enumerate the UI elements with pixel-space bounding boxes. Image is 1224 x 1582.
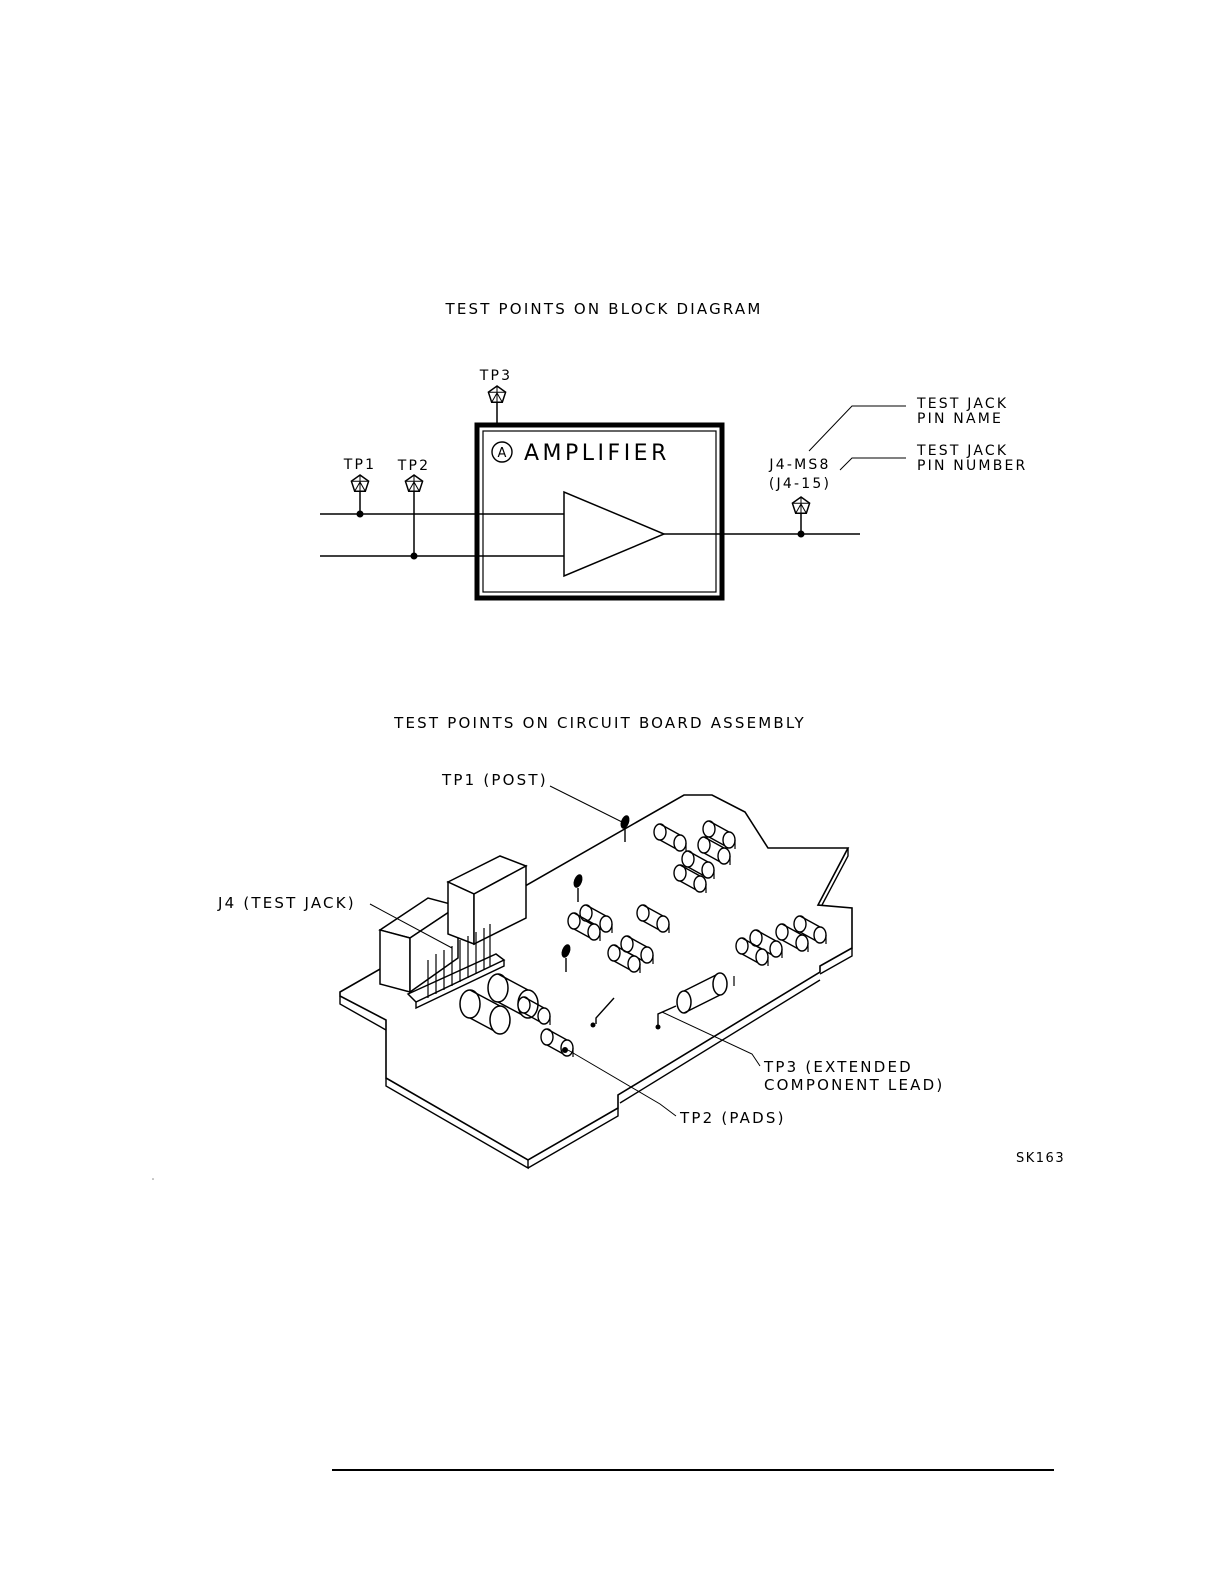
tp1-label: TP1 [343,457,377,473]
j4-testpoint-icon [792,497,809,513]
tp2-icon [405,475,422,491]
tp1-post-label: TP1 (POST) [441,771,548,789]
tp3-label-line1: TP3 (EXTENDED [763,1058,913,1076]
callout-pin-name-line1: TEST JACK [916,396,1008,412]
tp1-post-leader [550,786,622,822]
callout-pin-name-line2: PIN NAME [917,411,1003,427]
tp3-label-line2: COMPONENT LEAD) [764,1076,944,1094]
callout-pin-number-line1: TEST JACK [916,443,1008,459]
tp1-icon [351,475,368,491]
pin-name-leader [809,406,906,451]
amplifier-block: A AMPLIFIER [477,425,722,598]
tp1-node [357,511,364,518]
board-diagram-title: TEST POINTS ON CIRCUIT BOARD ASSEMBLY [393,714,806,732]
amplifier-triangle [564,492,664,576]
block-letter: A [498,446,507,461]
block-name: AMPLIFIER [524,441,670,466]
pin-number-leader [840,458,906,470]
tp3-label: TP3 [479,368,513,384]
tp2-label: TP2 [397,458,431,474]
jack-pin-number: (J4-15) [769,476,831,492]
tp3-icon [488,386,505,402]
j4-test-jack-label: J4 (TEST JACK) [217,894,356,912]
block-diagram-title: TEST POINTS ON BLOCK DIAGRAM [444,300,762,318]
tp2-node [411,553,418,560]
jack-pin-name: J4-MS8 [768,457,830,473]
figure-code: SK163 [1016,1151,1065,1166]
stray-dot [152,1178,154,1180]
tp2-pads-label: TP2 (PADS) [679,1109,786,1127]
test-pad [562,1047,568,1053]
callout-pin-number-line2: PIN NUMBER [917,458,1027,474]
